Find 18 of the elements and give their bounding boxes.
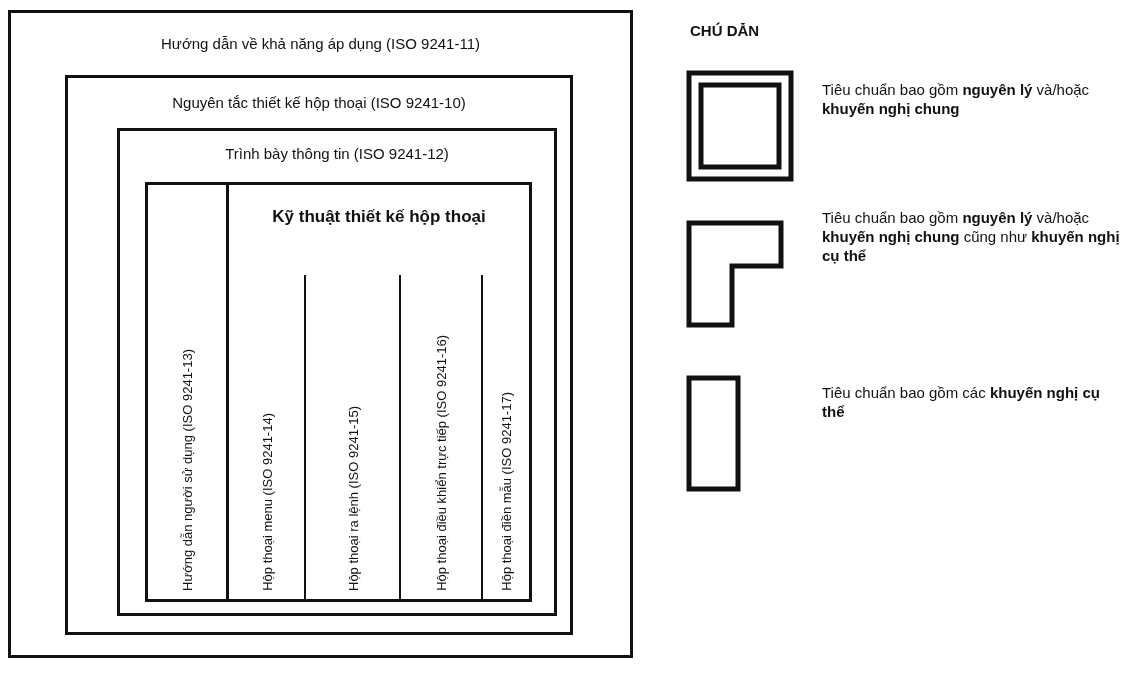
rotated-label: Hộp thoại ra lệnh (ISO 9241-15) [345,406,360,591]
box-heading: Hướng dẫn về khả năng áp dụng (ISO 9241-11) [161,35,480,52]
box-heading: Trình bày thông tin (ISO 9241-12) [225,145,449,162]
standard-box [8,10,633,658]
rotated-label: Hộp thoại menu (ISO 9241-14) [259,413,274,591]
legend-text: Tiêu chuẩn bao gồm các khuyến nghị cụ thể [822,383,1101,421]
legend-title: CHÚ DẪN [690,22,760,39]
legend-text: Tiêu chuẩn bao gồm nguyên lý và/hoặc khuyến nghị chung [822,80,1091,118]
legend-text: Tiêu chuẩn bao gồm nguyên lý và/hoặc khuyến nghị chung cũng như khuyến nghị cụ thể [822,208,1121,265]
panel-heading: Kỹ thuật thiết kế hộp thoại [272,207,486,227]
standard-column [145,182,229,602]
box-heading: Nguyên tắc thiết kế hộp thoại (ISO 9241-10) [172,94,466,111]
standard-box [65,75,573,635]
rotated-label: Hộp thoại điều khiển trực tiếp (ISO 9241-16) [433,335,449,591]
rotated-label: Hướng dẫn người sử dụng (ISO 9241-13) [179,349,195,591]
rotated-label: Hộp thoại điền mẫu (ISO 9241-17) [498,392,514,591]
technique-panel [226,182,532,602]
standard-box [117,128,557,616]
